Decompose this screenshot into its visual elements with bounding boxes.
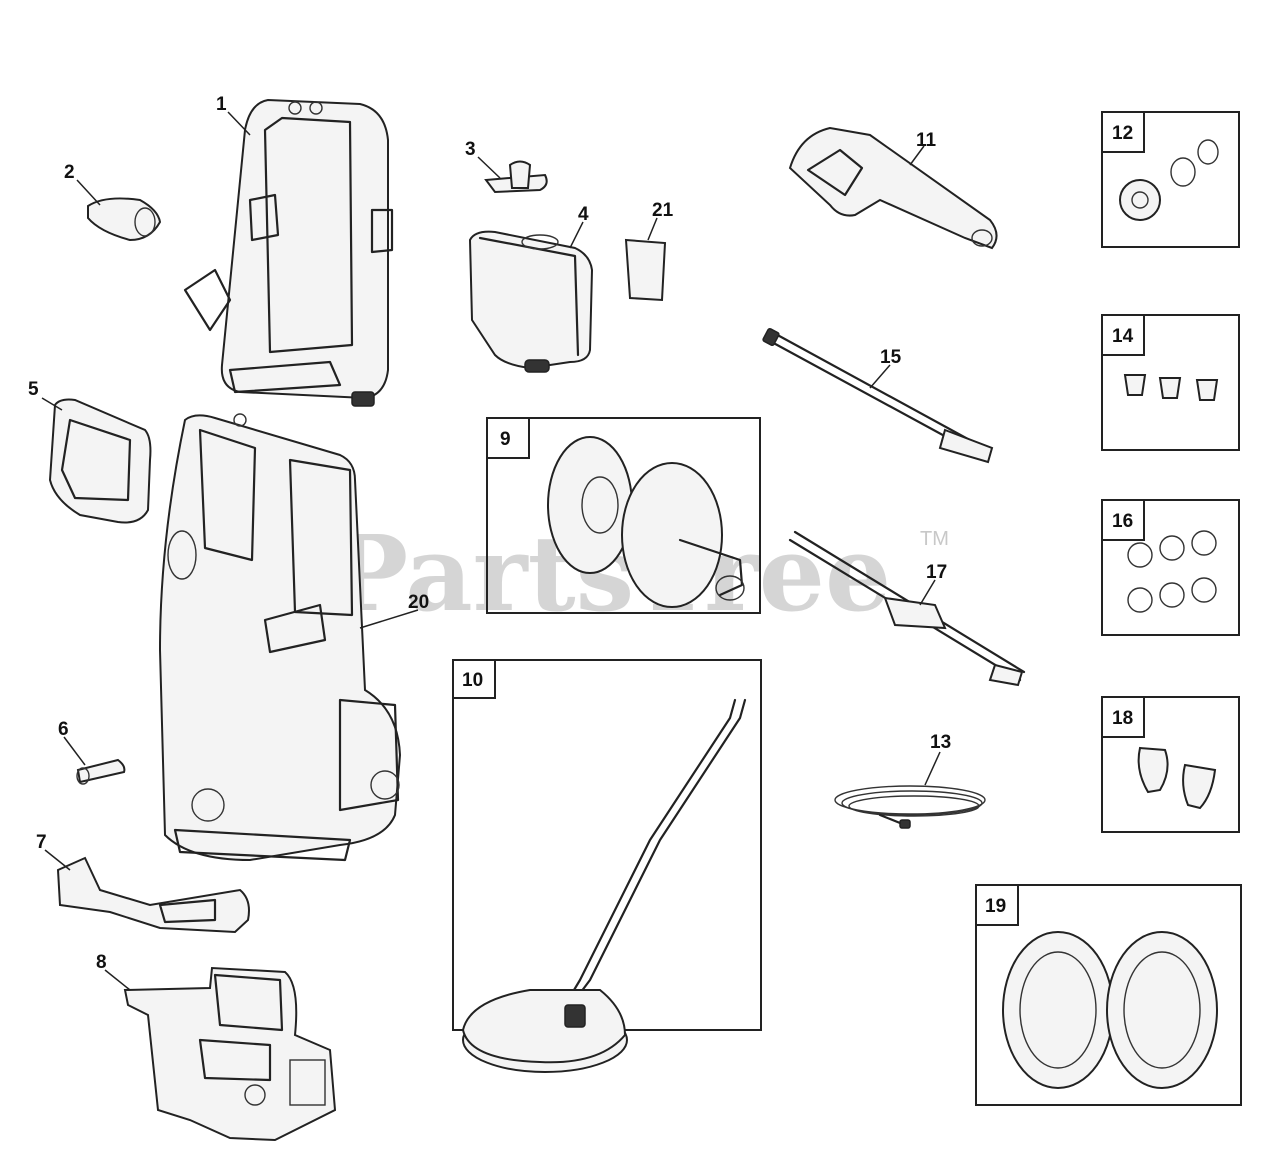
watermark-trademark: TM [920, 528, 949, 550]
callout-6: 6 [58, 719, 69, 740]
part-8-chassis-base[interactable] [123, 966, 337, 1142]
part-15-wand[interactable] [762, 327, 994, 464]
callout-2: 2 [64, 162, 75, 183]
callout-8: 8 [96, 952, 107, 973]
part-9-hose-reel[interactable] [486, 417, 761, 614]
part-5-cover[interactable] [48, 398, 152, 524]
part-21-label[interactable] [624, 238, 667, 302]
callouts: 1 2 3 4 5 6 7 8 11 13 15 17 20 21 [28, 94, 951, 973]
callout-17: 17 [926, 562, 947, 583]
part-11-trigger-gun[interactable] [788, 126, 998, 250]
callout-12: 12 [1112, 123, 1133, 144]
part-2-grip[interactable] [87, 197, 162, 242]
callout-20: 20 [408, 592, 429, 613]
part-20-main-body[interactable] [158, 413, 402, 862]
leader-lines [41, 111, 941, 991]
callout-1: 1 [216, 94, 227, 115]
part-13-hose[interactable] [834, 785, 986, 829]
callout-3: 3 [465, 139, 476, 160]
part-3-knob[interactable] [484, 160, 548, 194]
part-1-handle-frame[interactable] [183, 98, 394, 407]
boxed-callouts: 9 10 12 14 16 18 19 [452, 111, 1145, 926]
callout-18: 18 [1112, 708, 1133, 729]
callout-5: 5 [28, 379, 39, 400]
callout-9: 9 [500, 429, 511, 450]
part-7-base-bracket[interactable] [56, 856, 250, 934]
callout-4: 4 [578, 204, 589, 225]
callout-10: 10 [462, 670, 483, 691]
callout-13: 13 [930, 732, 951, 753]
callout-21: 21 [652, 200, 674, 221]
callout-7: 7 [36, 832, 47, 853]
callout-11: 11 [916, 130, 937, 151]
part-18-box[interactable] [1101, 696, 1240, 833]
part-4-detergent-tank[interactable] [468, 230, 594, 373]
callout-15: 15 [880, 347, 902, 368]
part-10-surface-cleaner[interactable] [452, 659, 762, 1073]
part-12-box[interactable] [1101, 111, 1240, 248]
callout-19: 19 [985, 896, 1006, 917]
part-6-nozzle[interactable] [76, 758, 126, 785]
part-16-box[interactable] [1101, 499, 1240, 636]
part-17-adjustable-wand[interactable] [788, 530, 1026, 687]
callout-16: 16 [1112, 511, 1133, 532]
part-14-box[interactable] [1101, 314, 1240, 451]
callout-14: 14 [1112, 326, 1134, 347]
part-19-wheels[interactable] [975, 884, 1242, 1106]
